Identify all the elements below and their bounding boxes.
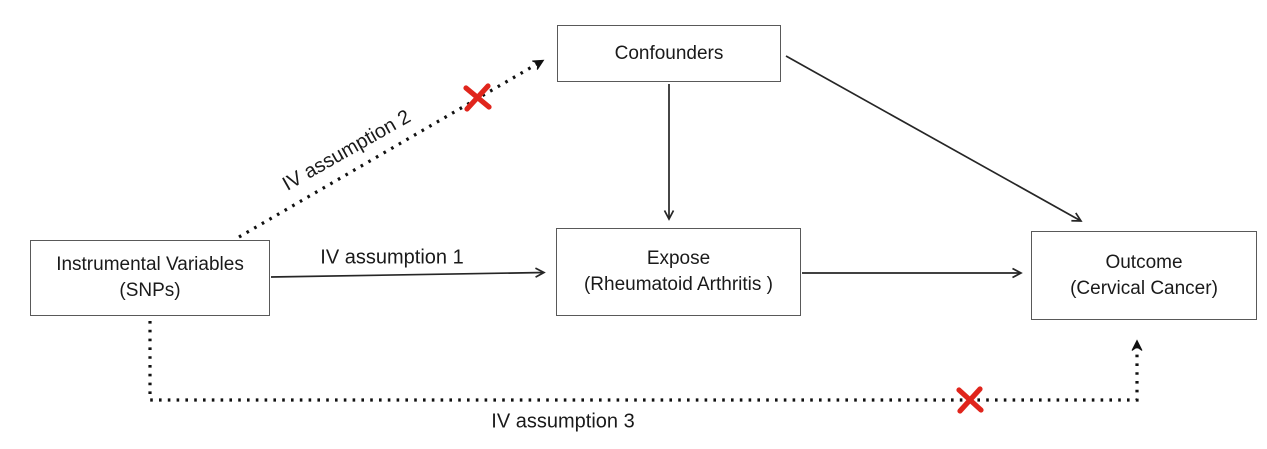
- node-outcome-line1: Outcome: [1105, 251, 1183, 273]
- edge-iv-to-exposure: [270, 267, 546, 278]
- edge-confounders-to-outcome: [785, 55, 1083, 222]
- node-confounders: Confounders: [557, 25, 781, 82]
- node-instrumental-variables-line1: Instrumental Variables: [56, 254, 244, 276]
- node-exposure-line2: (Rheumatoid Arthritis ): [583, 274, 773, 295]
- node-exposure-line1: Expose: [646, 248, 711, 270]
- label-iv-assumption-3: IV assumption 3: [491, 410, 635, 433]
- node-instrumental-variables: Instrumental Variables (SNPs): [30, 240, 270, 316]
- edge-iv-to-confounders-dotted: [238, 59, 545, 239]
- label-iv-assumption-1: IV assumption 1: [320, 246, 464, 269]
- node-confounders-label: Confounders: [614, 42, 724, 64]
- node-outcome: Outcome (Cervical Cancer): [1031, 231, 1257, 320]
- red-x-icon: [956, 386, 984, 414]
- node-outcome-line2: (Cervical Cancer): [1070, 277, 1218, 299]
- red-x-icon: [463, 83, 492, 112]
- node-instrumental-variables-line2: (SNPs): [119, 280, 181, 301]
- edge-iv-to-outcome-dotted: [148, 321, 1143, 402]
- node-exposure: Expose (Rheumatoid Arthritis ): [556, 228, 801, 316]
